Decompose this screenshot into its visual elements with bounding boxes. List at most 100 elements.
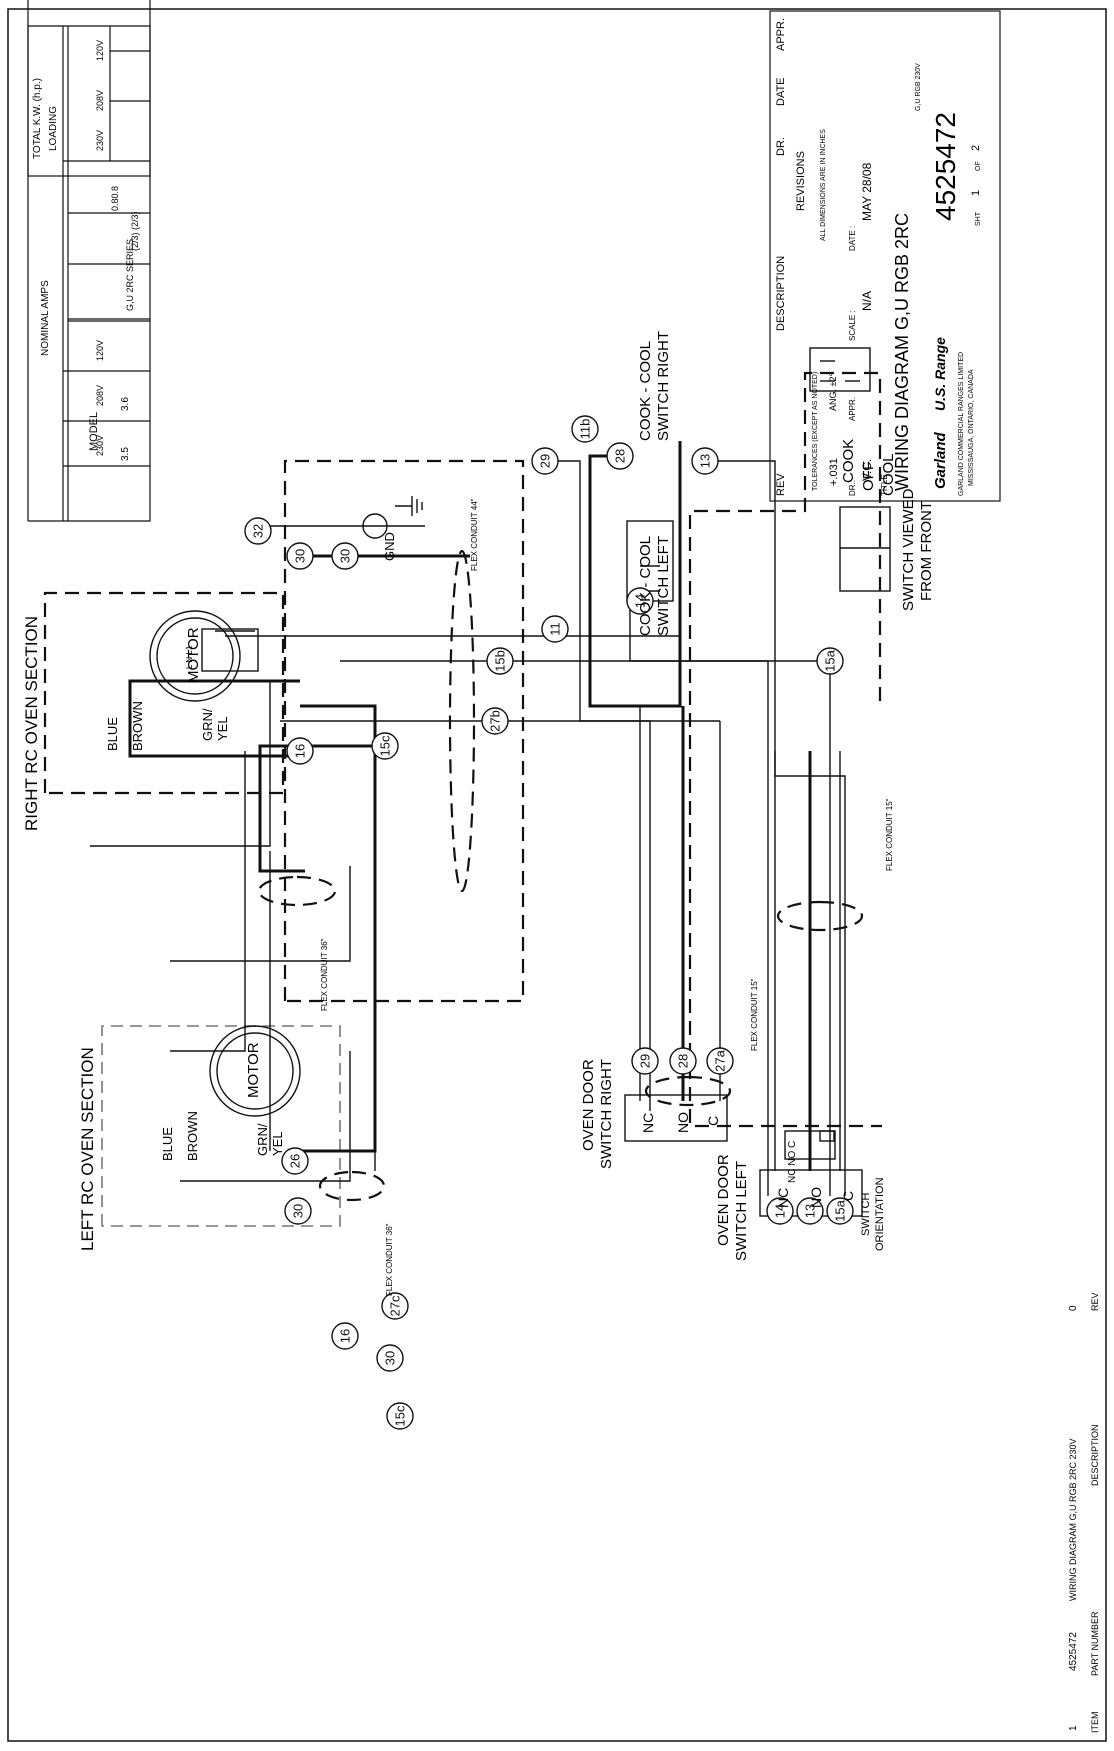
- tb-date-label: DATE :: [848, 225, 857, 251]
- tb-sheet: 1: [970, 189, 982, 196]
- wire-balloon: [691, 447, 719, 475]
- tb-brand-1: Garland: [932, 432, 949, 489]
- wire-balloon: [284, 1197, 312, 1225]
- tb-location: MISSISSAUGA, ONTARIO, CANADA: [968, 369, 975, 486]
- tb-date: DATE: [775, 77, 787, 106]
- switch-right-label-2: SWITCH RIGHT: [655, 331, 672, 441]
- parts-rev: 0: [1068, 1305, 1079, 1311]
- tb-dims-note: ALL DIMENSIONS ARE IN INCHES: [820, 129, 827, 241]
- amps-208: 3.6: [120, 397, 131, 411]
- tb-appr: APPR.: [775, 17, 787, 51]
- parts-part-number: 4525472: [1068, 1632, 1079, 1671]
- wire-number: 13: [698, 454, 713, 468]
- wire-balloon: [376, 1344, 404, 1372]
- tb-subtitle: G,U RGB 230V: [915, 63, 922, 111]
- wire-balloon: [331, 1322, 359, 1350]
- wire-number: 27c: [388, 1295, 403, 1316]
- orientation-ncnoc: NC NO C: [787, 1140, 798, 1183]
- wire-number: 15b: [493, 650, 508, 672]
- switch-front-view: [839, 506, 891, 592]
- tb-tolerances: TOLERANCES (EXCEPT AS NOTED): [812, 371, 819, 491]
- switch-viewed-1: SWITCH VIEWED: [900, 488, 917, 612]
- wire-balloon: [571, 415, 599, 443]
- left-motor-label: MOTOR: [245, 1042, 262, 1098]
- wire-number: 11b: [578, 419, 593, 440]
- tb-scale-value: N/A: [860, 290, 874, 311]
- switch-right-label-1: COOK - COOL: [637, 340, 654, 441]
- door-right-nc: NC: [640, 1112, 656, 1133]
- voltage-2: 208V: [95, 89, 105, 111]
- amps-header: NOMINAL AMPS: [40, 280, 51, 356]
- wire-number: 27b: [488, 710, 503, 732]
- wires: [90, 441, 846, 1196]
- tb-scale-label: SCALE :: [848, 310, 857, 341]
- kw-value-2: (2/3) (2/3): [130, 211, 140, 251]
- tb-brand-2: U.S. Range: [932, 337, 948, 411]
- right-brown-label: BROWN: [130, 701, 145, 751]
- wire-balloon: [286, 737, 314, 765]
- right-grn-label: GRN/: [200, 708, 215, 742]
- wire-balloon: [286, 542, 314, 570]
- wire-number: 29: [538, 454, 553, 468]
- left-motor: [209, 1025, 301, 1117]
- wire-number: 15a: [823, 649, 838, 671]
- wire-number: 16: [293, 744, 308, 758]
- voltage-4: 120V: [95, 339, 105, 361]
- flex-conduit-36-right: [257, 875, 337, 907]
- tb-appr-label: APPR.: [848, 396, 857, 421]
- door-right-label-1: OVEN DOOR: [580, 1059, 597, 1151]
- tb-title: WIRING DIAGRAM G,U RGB 2RC: [892, 212, 912, 491]
- door-left-no: NO: [808, 1187, 824, 1208]
- tb-sheets: 2: [970, 144, 982, 151]
- cook-label: COOK: [840, 438, 857, 483]
- wire-balloon: [486, 647, 514, 675]
- wire-number: 13: [803, 1204, 818, 1218]
- wire-number: 30: [383, 1351, 398, 1365]
- oven-door-switch-right: [624, 1094, 728, 1142]
- kw-value-1: 0.80.8: [110, 185, 120, 211]
- gnd-label: GND: [382, 532, 397, 561]
- orientation-label-2: ORIENTATION: [874, 1177, 886, 1251]
- wire-balloon: [626, 587, 654, 615]
- orientation-label-1: SWITCH: [860, 1192, 872, 1236]
- wire-number: 30: [291, 1204, 306, 1218]
- wire-number: 14: [633, 594, 648, 608]
- voltage-1: 120V: [95, 39, 105, 61]
- tb-company: GARLAND COMMERCIAL RANGES LIMITED: [958, 351, 965, 496]
- wire-number: 16: [338, 1329, 353, 1343]
- wire-number: 30: [293, 549, 308, 563]
- switch-viewed-2: FROM FRONT: [918, 501, 935, 601]
- wire-balloon: [331, 542, 359, 570]
- wire-balloon: [816, 647, 844, 675]
- parts-rev-header: REV: [1090, 1292, 1100, 1311]
- door-left-label-2: SWITCH LEFT: [733, 1161, 750, 1261]
- wire-balloon: [541, 615, 569, 643]
- wire-balloon: [796, 1197, 824, 1225]
- switch-orientation-icon: [784, 1130, 836, 1160]
- wire-balloon: [826, 1197, 854, 1225]
- flex-44-label: FLEX CONDUIT 44": [470, 498, 479, 572]
- wire-balloon: [481, 707, 509, 735]
- tb-description: DESCRIPTION: [775, 255, 787, 331]
- wire-number: 30: [338, 549, 353, 563]
- right-yel-label: YEL: [215, 716, 230, 741]
- wire-number: 28: [613, 449, 628, 463]
- tb-tol-value: +.031: [828, 458, 840, 486]
- terminal-block: [201, 628, 259, 672]
- door-left-c: C: [840, 1190, 856, 1201]
- flex-36-right-label: FLEX CONDUIT 36": [320, 938, 329, 1012]
- wire-number: 15a: [833, 1199, 848, 1221]
- tb-revisions: REVISIONS: [795, 151, 807, 211]
- door-right-label-2: SWITCH RIGHT: [598, 1059, 615, 1169]
- title-block: [769, 10, 1001, 502]
- wire-balloon: [766, 1197, 794, 1225]
- switch-left-label-2: SWITCH LEFT: [655, 536, 672, 636]
- flex-conduit-15-right: [776, 900, 864, 932]
- wire-balloon: [606, 442, 634, 470]
- right-oven-label: RIGHT RC OVEN SECTION: [22, 615, 41, 831]
- left-grn-label: GRN/: [255, 1123, 270, 1157]
- wire-balloon: [531, 447, 559, 475]
- door-left-nc: NC: [775, 1187, 791, 1208]
- tb-ang: ANG. ±2°: [828, 372, 838, 411]
- left-yel-label: YEL: [270, 1131, 285, 1156]
